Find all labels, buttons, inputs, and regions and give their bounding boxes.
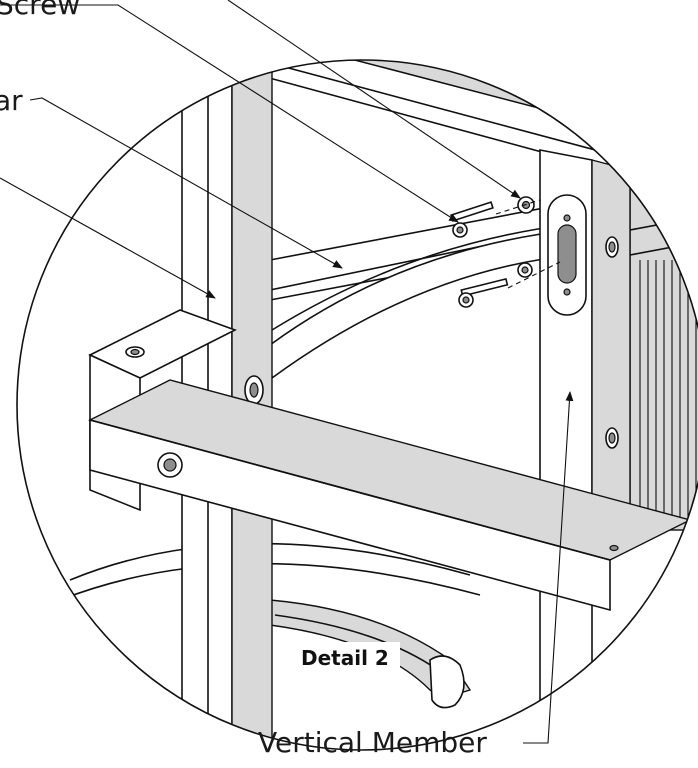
screw-leader-line — [0, 4, 459, 223]
post-leader-line — [0, 177, 216, 299]
detail-circle — [16, 59, 698, 751]
hardware — [450, 196, 561, 308]
vertical-member-callout-label: Vertical Member — [258, 726, 487, 759]
bar-callout-label: ar — [0, 84, 23, 117]
right-vertical-member — [539, 149, 631, 750]
front-beam — [88, 379, 692, 612]
vertical-member-leader-line — [523, 391, 574, 744]
detail-label-background — [295, 642, 400, 676]
washer-leader-line — [227, 0, 521, 199]
bar-leader-line — [29, 97, 343, 269]
leader-lines — [0, 0, 574, 744]
detail-label: Detail 2 — [301, 646, 389, 670]
screw-callout-label: Screw — [0, 0, 80, 21]
ribbed-panel — [629, 169, 698, 531]
